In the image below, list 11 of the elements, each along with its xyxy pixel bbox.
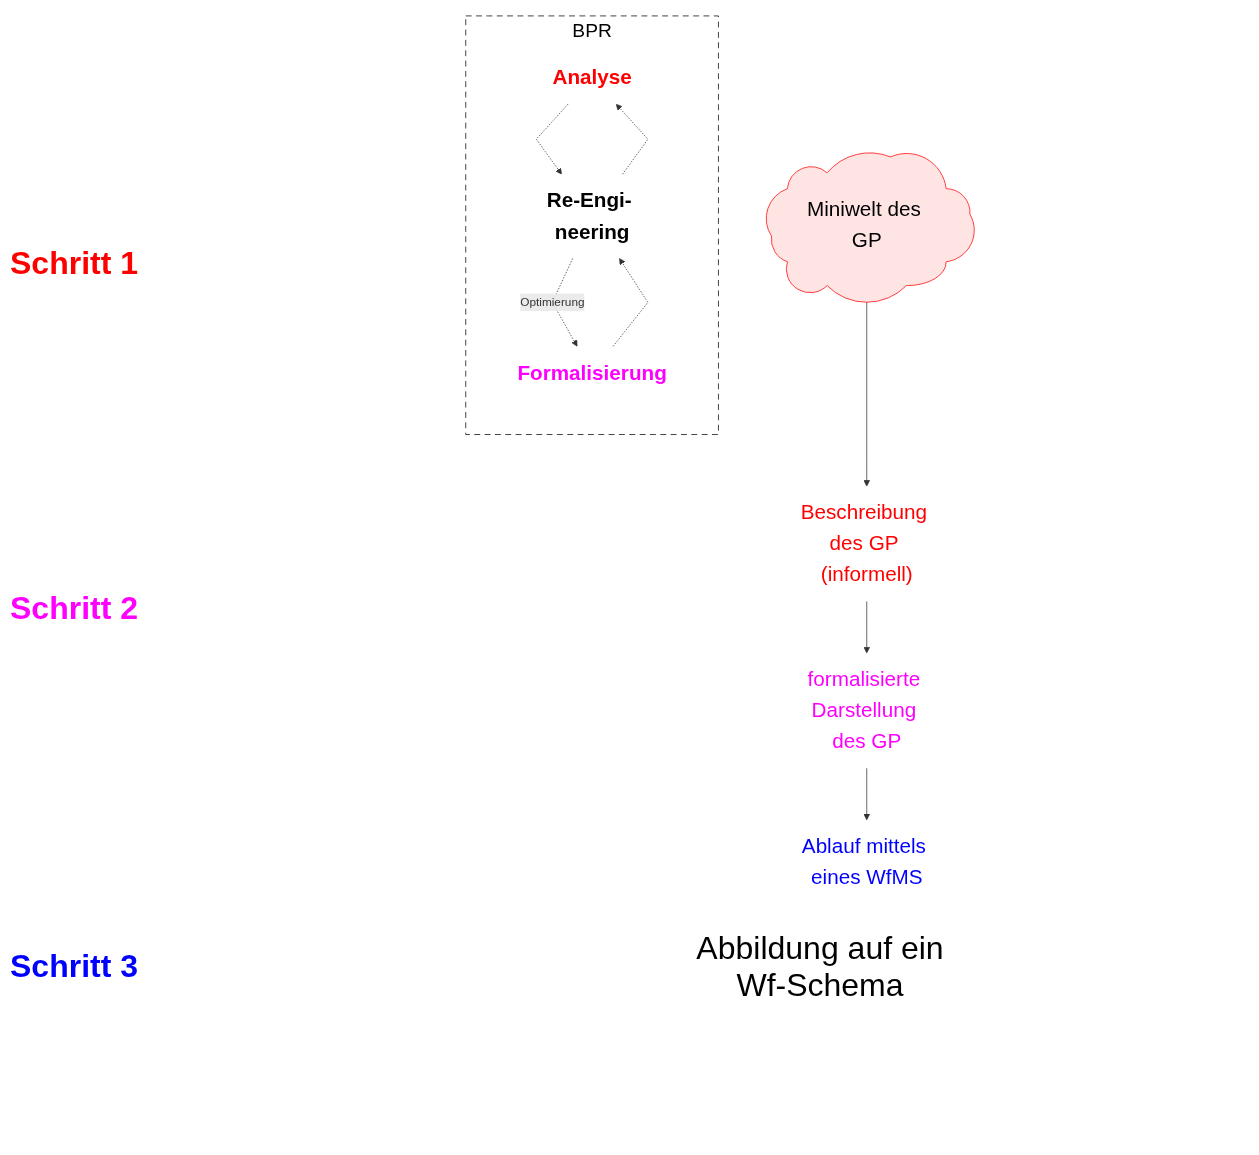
node-text: Analyse — [552, 65, 632, 89]
mapping-note: Abbildung auf ein Wf-Schema — [695, 930, 945, 1004]
step-label: Schritt 1 — [10, 245, 139, 282]
node-text: Ablauf mittels eines WfMS — [801, 834, 926, 889]
node-text: Formalisierung — [517, 361, 667, 384]
node-text: Re-Engi- neering — [546, 189, 632, 243]
step-label: Schritt 2 — [10, 590, 139, 627]
edge-label: Optimierung — [520, 295, 585, 309]
node-text: Beschreibung des GP (informell) — [800, 500, 928, 586]
step-label: Schritt 3 — [10, 948, 139, 985]
node-text: formalisierte Darstellung des GP — [807, 667, 921, 753]
